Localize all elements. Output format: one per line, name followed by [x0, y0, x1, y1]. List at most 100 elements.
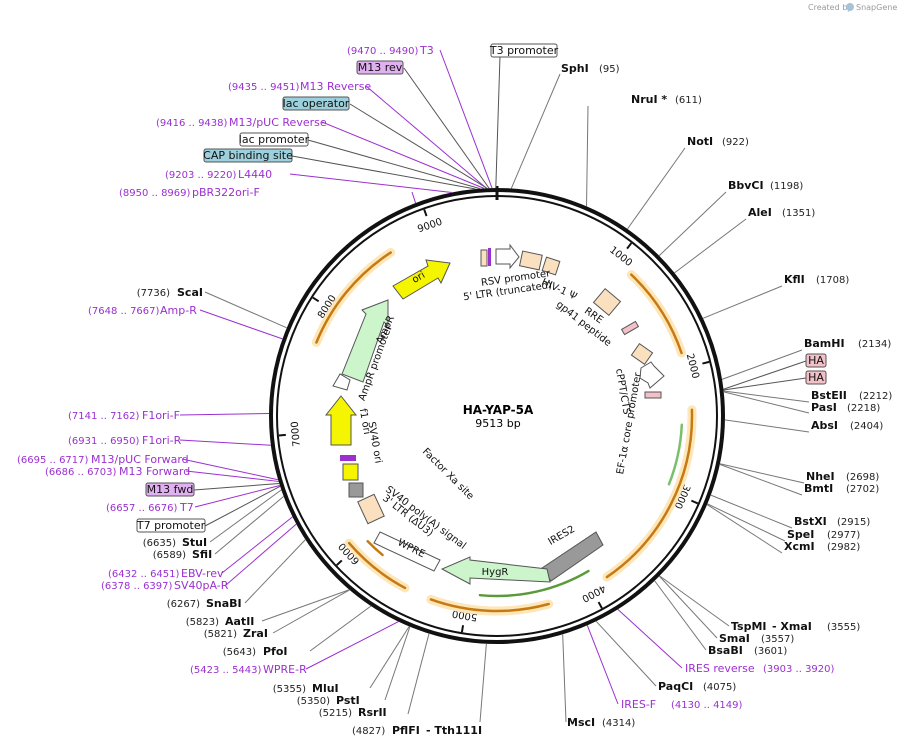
enzyme-leader-line: [724, 419, 810, 433]
primer-range: (9416 .. 9438): [156, 118, 228, 129]
enzyme-position: (4314): [602, 718, 635, 729]
ha-label-1: HA: [808, 354, 824, 367]
t7-promoter-box: [136, 518, 206, 533]
enzyme-leader-line: [479, 643, 487, 723]
enzyme-labels: SphI (95) NruI * (611) NotI (922) BbvCI …: [137, 62, 893, 737]
enzyme-position: (3601): [754, 646, 787, 657]
enzyme-position: (6635): [143, 538, 176, 549]
primer-leader-line: [305, 621, 399, 670]
primer-name: pBR322ori-F: [192, 186, 260, 199]
lac-promoter-label: lac promoter: [239, 133, 310, 146]
enzyme-name: PstI: [336, 694, 360, 707]
primer-range: (7141 .. 7162): [68, 411, 140, 422]
enzyme-leader-line: [658, 191, 727, 257]
enzyme-name: StuI: [182, 536, 207, 549]
ltr-marker: [488, 248, 491, 266]
orf-arc-inner: [366, 539, 384, 557]
tick-mark: [460, 625, 465, 633]
feature-leader-line: [723, 377, 807, 391]
primer-leader-line: [225, 523, 297, 586]
primer-range: (6931 .. 6950): [68, 436, 140, 447]
enzyme-leader-line: [209, 489, 282, 543]
enzyme-position: (5821): [204, 629, 237, 640]
enzyme-leader-line: [384, 626, 411, 701]
primer-leader-line: [586, 625, 619, 705]
enzyme-position: (2134): [858, 339, 891, 350]
enzyme-position: (95): [599, 64, 620, 75]
feature-leader-line: [403, 67, 490, 189]
enzyme-leader-line: [407, 633, 430, 715]
primer-leader-line: [194, 484, 280, 508]
enzyme-position: (4075): [703, 682, 736, 693]
enzyme-leader-line: [707, 503, 786, 542]
enzyme-position: (4827): [352, 726, 385, 737]
enzyme-leader-line: [562, 634, 567, 723]
enzyme-position: (2698): [846, 472, 879, 483]
tick-label: 4000: [580, 582, 608, 604]
enzyme-name: PflFI: [392, 724, 420, 737]
primer-leader-line: [411, 191, 417, 204]
enzyme-position: (2212): [859, 391, 892, 402]
primer-range: (8950 .. 8969): [119, 188, 191, 199]
gene-arc-hygr: [478, 569, 590, 598]
primer-leader-line: [179, 413, 270, 416]
enzyme-name: NotI: [687, 135, 713, 148]
primer-name: F1ori-F: [142, 409, 180, 422]
primer-range: (3903 .. 3920): [763, 664, 835, 675]
primer-name: IRES reverse: [685, 662, 755, 675]
hiv-psi-box-2: [541, 256, 561, 276]
tick-mark: [336, 559, 343, 566]
tick-label: 1000: [607, 245, 634, 269]
primer-name: WPRE-R: [263, 663, 307, 676]
primer-name: F1ori-R: [142, 434, 182, 447]
enzyme-leader-line: [261, 589, 350, 622]
enzyme-position: (1708): [816, 275, 849, 286]
enzyme-name: TspMI: [731, 620, 767, 633]
tick-mark: [702, 360, 710, 365]
primer-leader-line: [179, 439, 271, 446]
enzyme-leader-line: [702, 285, 783, 319]
ires2-label: IRES2: [546, 524, 577, 548]
t7-promoter-label: T7 promoter: [136, 519, 206, 532]
enzyme-leader-line: [595, 620, 657, 687]
tick-label: 9000: [416, 217, 444, 236]
tick-mark: [312, 296, 320, 303]
enzyme-name: NruI *: [631, 93, 667, 106]
lac-promoter-box: [239, 132, 309, 147]
enzyme-leader-line: [723, 391, 810, 414]
enzyme-position: (5643): [223, 647, 256, 658]
enzyme-leader-line: [658, 575, 718, 639]
enzyme-position: (7736): [137, 288, 170, 299]
enzyme-position: (1351): [782, 208, 815, 219]
primer-leader-line: [321, 121, 485, 189]
brand-name: SnapGene: [856, 3, 897, 12]
feature-leader-line: [291, 155, 476, 190]
gene-arc: [667, 423, 684, 486]
enzyme-name: BbvCI: [728, 179, 764, 192]
enzyme-name: BstXI: [794, 515, 827, 528]
enzyme-leader-line: [654, 580, 707, 651]
enzyme-leader-line: [659, 575, 730, 627]
ha-box-2: [805, 370, 827, 385]
primer-labels: (9470 .. 9490) T3 (9435 .. 9451) M13 Rev…: [17, 44, 835, 711]
hiv-psi-box: [518, 250, 543, 271]
m13-rev-label: M13 rev: [358, 61, 403, 74]
sv40pa-box: [348, 482, 364, 498]
enzyme-name: RsrII: [358, 706, 387, 719]
primer-range: (6432 .. 6451): [108, 569, 180, 580]
enzyme-position: (611): [675, 95, 702, 106]
enzyme-name: SmaI: [719, 632, 750, 645]
orf-arc: [347, 541, 407, 590]
enzyme-position: (5355): [273, 684, 306, 695]
ori-arrow: [392, 259, 451, 300]
ha-tag-box: [644, 391, 662, 399]
enzyme-name: PfoI: [263, 645, 288, 658]
enzyme-leader-line: [627, 147, 686, 230]
orf-arc: [315, 251, 392, 344]
primer-range: (6695 .. 6717): [17, 455, 89, 466]
tick-label: 2000: [684, 352, 701, 379]
enzyme-position: (2977): [827, 530, 860, 541]
enzyme-leader-line: [214, 496, 284, 555]
f1-marker: [340, 455, 356, 461]
tick-mark: [278, 433, 286, 437]
